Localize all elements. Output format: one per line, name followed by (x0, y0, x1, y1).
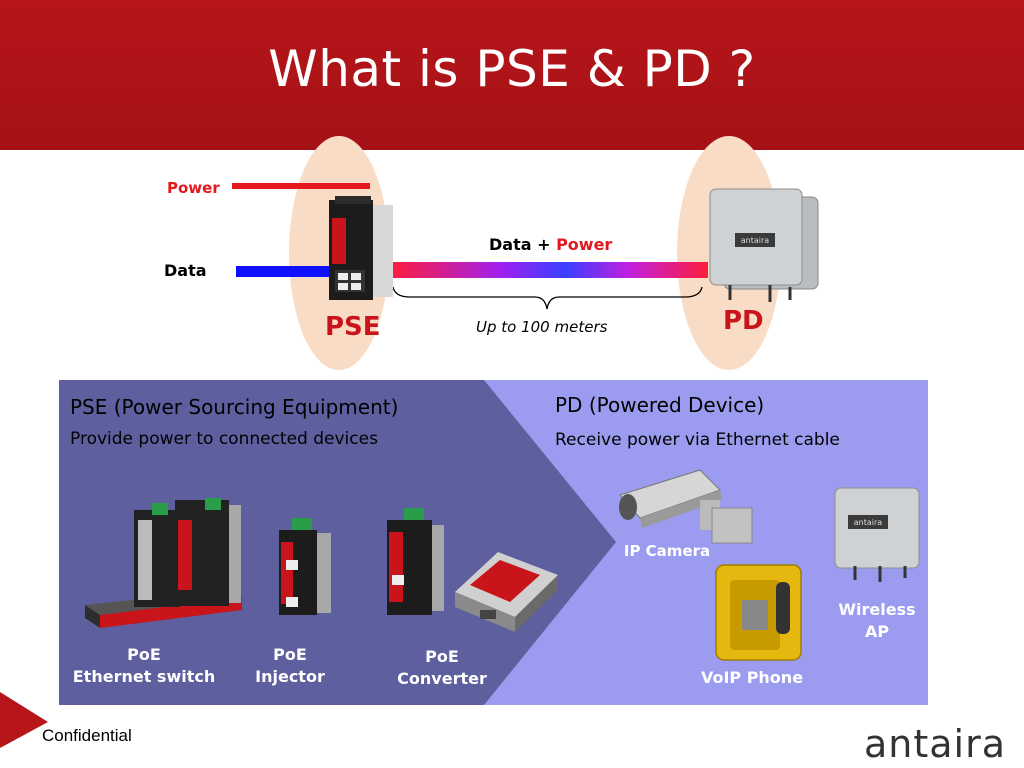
pd-label: PD (723, 306, 764, 336)
power-label: Power (167, 179, 220, 197)
pse-panel-bg (59, 380, 616, 705)
pse-panel-heading: PSE (Power Sourcing Equipment) (70, 395, 399, 419)
voip-phone-label: VoIP Phone (700, 668, 804, 687)
poe-ethernet-switch-label: PoE Ethernet switch (70, 644, 218, 688)
pse-label: PSE (325, 312, 381, 342)
poe-injector-image (279, 518, 331, 615)
data-label: Data (164, 261, 207, 280)
poe-ethernet-switch-image (85, 498, 242, 628)
data-plus-text: Data + (489, 235, 557, 254)
footer-corner-accent (0, 692, 48, 748)
poe-injector-label: PoE Injector (250, 644, 330, 688)
svg-text:antaira: antaira (854, 518, 883, 527)
power-text: Power (556, 235, 613, 254)
poe-converter-label: PoE Converter (396, 646, 488, 690)
pse-switch-image (329, 196, 393, 300)
wireless-ap-label: Wireless AP (834, 599, 920, 643)
wireless-ap-image: antaira (834, 487, 920, 582)
converter-label-line2: Converter (397, 669, 487, 688)
ap-label-line1: Wireless (838, 600, 916, 619)
confidential-label: Confidential (42, 726, 132, 745)
data-plus-power-label: Data + Power (489, 235, 612, 254)
pd-access-point-image: antaira (709, 188, 819, 302)
switch-label-line1: PoE (127, 645, 161, 664)
cable-data-power (390, 262, 708, 278)
ip-camera-image (619, 469, 753, 544)
antaira-logo: antaira (864, 722, 1006, 766)
ip-camera-label: IP Camera (623, 542, 711, 560)
injector-label-line1: PoE (273, 645, 307, 664)
power-line (232, 183, 370, 189)
converter-label-line1: PoE (425, 647, 459, 666)
poe-converter-image (387, 508, 558, 632)
title-bar (0, 0, 1024, 150)
switch-label-line2: Ethernet switch (72, 667, 216, 686)
page-title: What is PSE & PD ? (268, 40, 756, 98)
distance-label: Up to 100 meters (476, 318, 608, 336)
data-line (236, 266, 336, 277)
pse-panel-subheading: Provide power to connected devices (70, 429, 378, 449)
svg-text:antaira: antaira (741, 236, 770, 245)
pd-panel-heading: PD (Powered Device) (555, 393, 765, 417)
distance-brace (392, 286, 703, 310)
pd-panel-subheading: Receive power via Ethernet cable (555, 430, 840, 450)
injector-label-line2: Injector (255, 667, 325, 686)
logo-text: antaira (863, 722, 1006, 766)
ap-label-line2: AP (864, 622, 890, 641)
voip-phone-image (715, 564, 802, 661)
